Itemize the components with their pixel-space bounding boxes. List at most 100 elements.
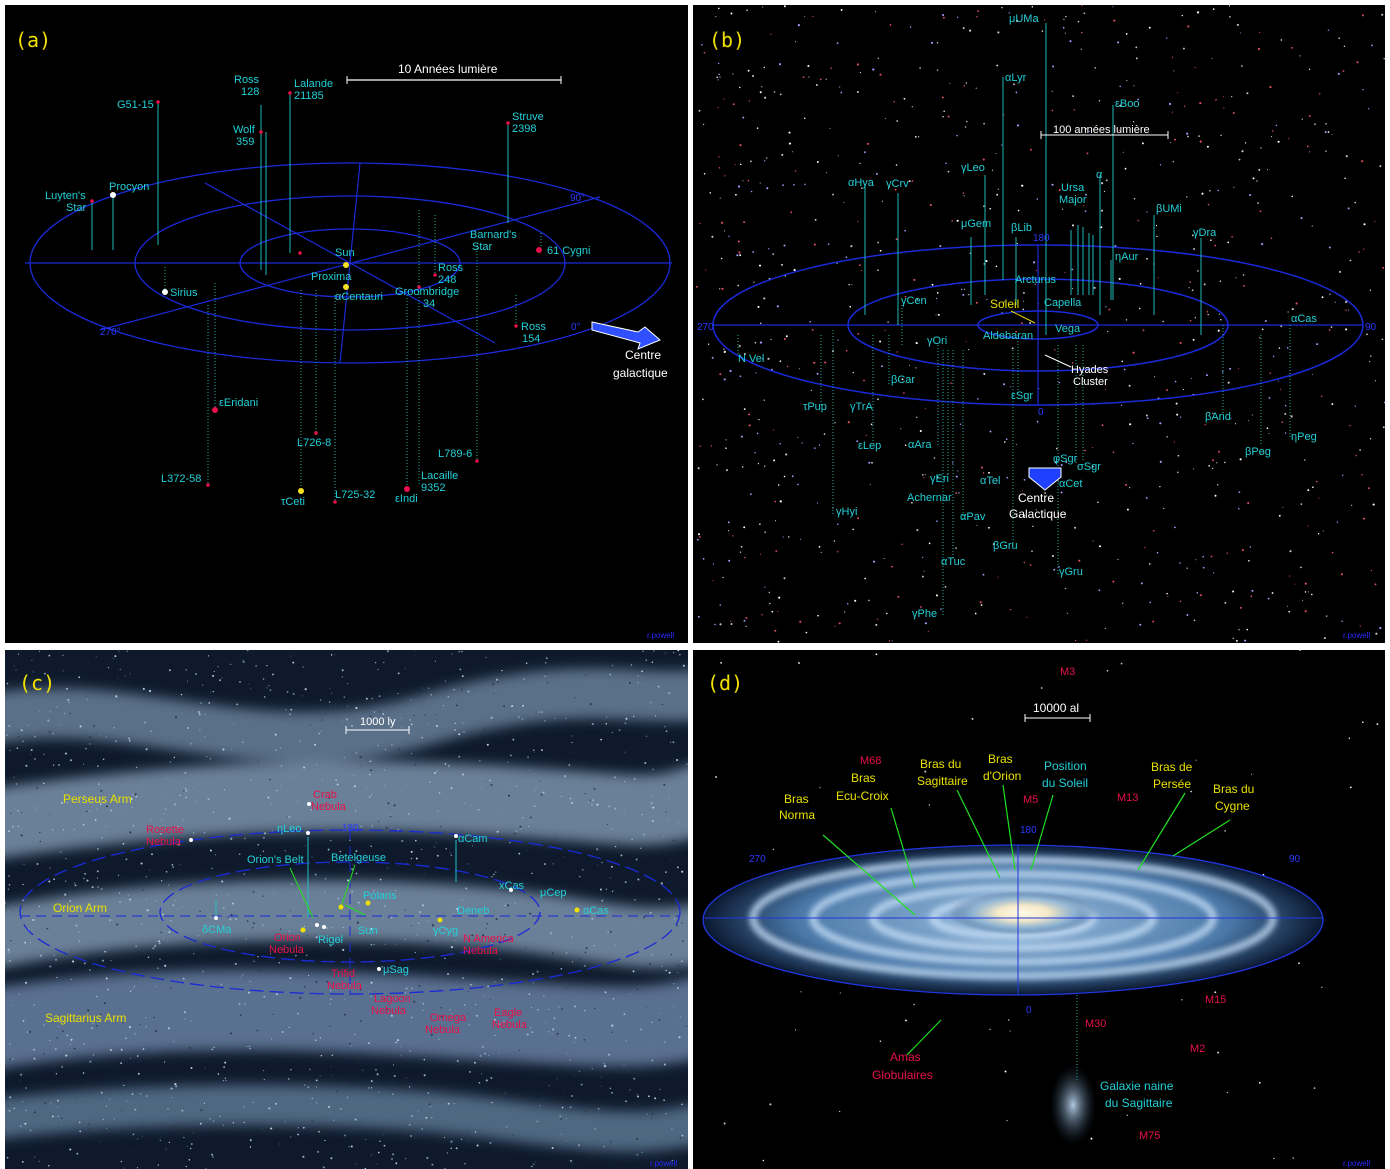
star-labels: μUMa αLyr εBoo γLeo αHya γCrv Ursa Major… <box>738 13 1317 620</box>
background-star <box>721 221 724 224</box>
background-star <box>180 693 183 696</box>
background-star <box>433 845 436 848</box>
background-star <box>1098 100 1101 102</box>
background-star <box>454 729 456 731</box>
background-star <box>1085 193 1088 196</box>
background-star <box>1195 759 1197 761</box>
background-star <box>303 1084 306 1086</box>
background-star <box>520 1025 523 1027</box>
background-star <box>263 832 267 835</box>
background-star <box>482 994 484 997</box>
background-star <box>717 79 719 81</box>
background-star <box>1349 424 1351 427</box>
svg-text:αCas: αCas <box>1291 313 1317 325</box>
svg-text:Lagoon: Lagoon <box>374 993 411 1005</box>
background-star <box>354 1118 357 1121</box>
background-star <box>1268 397 1271 399</box>
background-star <box>298 739 301 742</box>
background-star <box>1041 30 1044 32</box>
background-star <box>375 1069 377 1071</box>
background-star <box>7 1105 9 1107</box>
background-star <box>823 433 826 435</box>
background-star <box>30 688 33 691</box>
background-star <box>805 631 808 634</box>
background-star <box>935 297 938 300</box>
background-star <box>944 586 947 588</box>
background-star <box>164 813 166 815</box>
background-star <box>341 721 343 723</box>
background-star <box>47 681 49 684</box>
background-star <box>870 423 873 426</box>
background-star <box>1149 563 1151 565</box>
background-star <box>1349 786 1352 789</box>
background-star <box>1270 237 1273 240</box>
background-star <box>699 222 701 225</box>
background-star <box>173 803 176 806</box>
background-star <box>1304 582 1307 585</box>
background-star <box>996 64 999 67</box>
background-star <box>1203 283 1206 286</box>
background-star <box>231 748 233 750</box>
background-star <box>124 674 127 678</box>
background-star <box>1217 450 1220 453</box>
background-star <box>438 792 441 794</box>
background-star <box>467 990 469 992</box>
background-star <box>236 891 238 893</box>
background-star <box>623 751 627 754</box>
background-star <box>83 962 86 965</box>
background-star <box>668 797 670 799</box>
background-star <box>485 927 487 929</box>
background-star <box>453 1102 455 1105</box>
angle-90: 90° <box>570 193 585 204</box>
watermark: r.powell <box>650 1159 677 1168</box>
background-star <box>660 882 663 885</box>
svg-text:Ursa: Ursa <box>1061 182 1085 194</box>
background-star <box>15 783 18 785</box>
background-star <box>1379 165 1382 168</box>
background-star <box>38 710 41 713</box>
background-star <box>983 205 985 207</box>
background-star <box>807 64 810 68</box>
background-star <box>221 676 224 679</box>
svg-text:M68: M68 <box>860 755 881 767</box>
background-star <box>54 1048 57 1051</box>
background-star <box>1118 277 1121 280</box>
background-star <box>228 914 230 916</box>
background-star <box>482 934 485 937</box>
background-star <box>296 1012 299 1015</box>
background-star <box>719 604 722 606</box>
background-star <box>678 1036 681 1039</box>
background-star <box>1078 559 1081 562</box>
background-star <box>86 810 88 812</box>
background-star <box>328 797 330 799</box>
background-star <box>386 867 389 870</box>
background-star <box>428 1103 431 1106</box>
background-star <box>185 796 187 799</box>
background-star <box>306 954 308 956</box>
background-star <box>1210 239 1212 242</box>
background-star <box>777 640 780 643</box>
background-star <box>539 1105 541 1107</box>
background-star <box>379 1058 381 1060</box>
background-star <box>659 1012 661 1014</box>
svg-text:φSgr: φSgr <box>1053 453 1078 465</box>
background-star <box>194 800 197 803</box>
background-star <box>685 1025 687 1027</box>
background-star <box>925 474 927 476</box>
background-star <box>105 977 108 980</box>
background-star <box>174 1083 177 1086</box>
background-star <box>1156 551 1159 554</box>
background-star <box>52 733 54 735</box>
background-star <box>129 739 131 742</box>
background-star <box>22 883 24 886</box>
background-star <box>476 1144 479 1147</box>
background-star <box>21 1161 24 1163</box>
background-star <box>681 1134 684 1137</box>
svg-text:βUMi: βUMi <box>1156 203 1182 215</box>
background-star <box>342 948 345 951</box>
background-star <box>184 1011 186 1014</box>
background-star <box>1137 219 1140 222</box>
background-star <box>248 683 250 685</box>
background-star <box>677 971 679 974</box>
background-star <box>962 27 965 30</box>
